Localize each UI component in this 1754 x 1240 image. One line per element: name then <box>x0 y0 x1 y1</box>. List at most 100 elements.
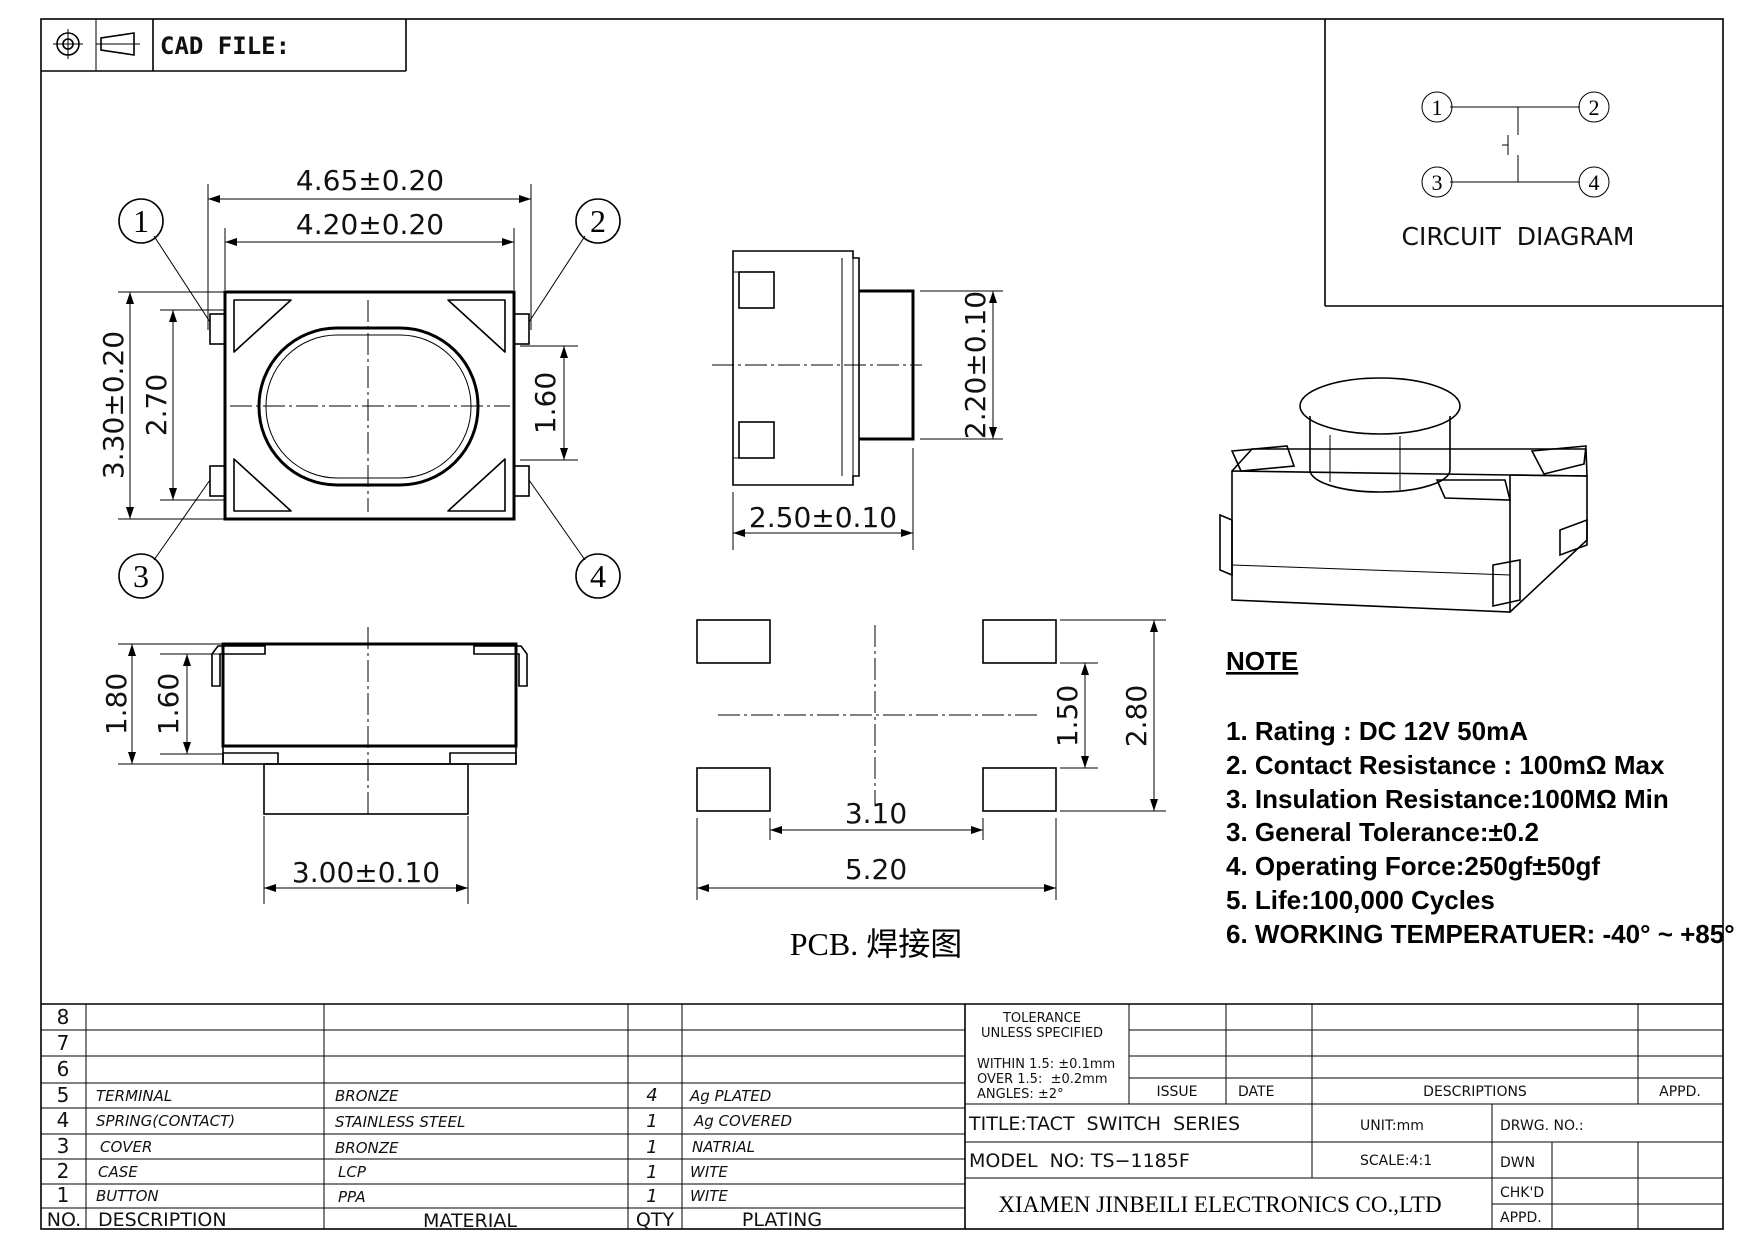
isometric-view <box>1219 377 1588 613</box>
dim-body-width: 4.20±0.20 <box>296 208 444 241</box>
chkd-label: CHK'D <box>1500 1185 1544 1201</box>
bom-row: 6 <box>57 1057 70 1081</box>
circuit-caption: CIRCUIT DIAGRAM <box>1402 222 1635 251</box>
note-item-6: 5. Life:100,000 Cycles <box>1226 885 1495 915</box>
cad-file-label: CAD FILE: <box>160 32 290 60</box>
dim-inner-height: 2.70 <box>140 374 173 436</box>
bom-description: BUTTON <box>96 1187 159 1205</box>
model-number: MODEL NO: TS−1185F <box>969 1150 1190 1172</box>
notes-heading: NOTE <box>1226 646 1298 676</box>
bom-material: BRONZE <box>335 1139 399 1157</box>
notes: NOTE 1. Rating : DC 12V 50mA 2. Contact … <box>1226 646 1735 949</box>
circuit-pin-2: 2 <box>1589 95 1600 120</box>
bom-material: PPA <box>338 1188 366 1206</box>
dim-overall-width: 4.65±0.20 <box>296 164 444 197</box>
note-item-2: 2. Contact Resistance : 100mΩ Max <box>1226 750 1665 780</box>
pin-label-2: 2 <box>590 203 606 239</box>
pcb-pad-4 <box>982 767 1057 812</box>
bom-material: BRONZE <box>335 1087 399 1105</box>
dwn-label: DWN <box>1500 1155 1535 1171</box>
front-view: 1.80 1.60 3.00±0.10 <box>100 627 528 904</box>
dim-pcb-outer-height: 2.80 <box>1120 685 1153 747</box>
bom-description: CASE <box>98 1163 138 1181</box>
tolerance-within: WITHIN 1.5: ±0.1mm <box>977 1057 1115 1072</box>
pcb-footprint: 3.10 5.20 1.50 2.80 PCB. 焊接图 <box>696 619 1166 962</box>
bom-no: 4 <box>57 1108 70 1132</box>
circuit-pin-3: 3 <box>1432 170 1443 195</box>
drawing-title: TITLE:TACT SWITCH SERIES <box>968 1113 1240 1135</box>
bom-row: 3 COVER BRONZE 1 NATRIAL <box>57 1134 755 1158</box>
bom-no: 2 <box>57 1159 70 1183</box>
pin-label-1: 1 <box>133 203 149 239</box>
bom-header-material: MATERIAL <box>423 1210 517 1232</box>
col-appd: APPD. <box>1659 1084 1701 1100</box>
note-item-4: 3. General Tolerance:±0.2 <box>1226 817 1539 847</box>
scale-label: SCALE:4:1 <box>1360 1153 1432 1169</box>
tolerance-angles: ANGLES: ±2° <box>977 1087 1064 1102</box>
dim-terminal-pitch: 1.60 <box>529 372 562 434</box>
side-view: 2.20±0.10 2.50±0.10 <box>712 250 1003 550</box>
dim-pcb-inner-pitch: 3.10 <box>845 797 907 830</box>
circuit-pin-4: 4 <box>1589 170 1600 195</box>
bom-header-no: NO. <box>47 1209 81 1231</box>
dim-pcb-inner-height: 1.50 <box>1051 685 1084 747</box>
bom-header-plating: PLATING <box>742 1209 822 1231</box>
bom-qty: 4 <box>646 1085 657 1106</box>
appd-label: APPD. <box>1500 1210 1542 1226</box>
drwg-no-label: DRWG. NO.: <box>1500 1118 1584 1134</box>
top-view: 4.65±0.20 4.20±0.20 3.30±0.20 2.70 1.60 <box>97 164 621 599</box>
dim-front-base-width: 3.00±0.10 <box>292 856 440 889</box>
bom-row: 5 TERMINAL BRONZE 4 Ag PLATED <box>57 1083 772 1107</box>
note-item-1: 1. Rating : DC 12V 50mA <box>1226 716 1528 746</box>
dim-front-total-height: 1.80 <box>100 673 133 735</box>
tolerance-over: OVER 1.5: ±0.2mm <box>977 1072 1108 1087</box>
dim-side-height: 2.20±0.10 <box>959 291 992 439</box>
bom-plating: Ag COVERED <box>693 1112 792 1130</box>
bom-row: 7 <box>57 1031 70 1055</box>
bom-qty: 1 <box>646 1137 657 1158</box>
bom-plating: WITE <box>690 1187 728 1205</box>
bom-description: TERMINAL <box>96 1087 172 1105</box>
title-block: TOLERANCE UNLESS SPECIFIED WITHIN 1.5: ±… <box>965 1004 1723 1229</box>
col-descriptions: DESCRIPTIONS <box>1423 1084 1527 1100</box>
bom-no: 5 <box>57 1083 70 1107</box>
tolerance-line-2: UNLESS SPECIFIED <box>981 1026 1103 1041</box>
circuit-pin-1: 1 <box>1432 95 1443 120</box>
bom-description: COVER <box>100 1138 152 1156</box>
bom-qty: 1 <box>646 1186 657 1207</box>
bom-header-description: DESCRIPTION <box>98 1209 227 1231</box>
col-date: DATE <box>1238 1084 1274 1100</box>
bom-material: STAINLESS STEEL <box>335 1113 465 1131</box>
pin-label-4: 4 <box>590 558 606 594</box>
unit-label: UNIT:mm <box>1360 1118 1424 1134</box>
pcb-pad-2 <box>982 619 1057 664</box>
note-item-5: 4. Operating Force:250gf±50gf <box>1226 851 1600 881</box>
pin-label-3: 3 <box>133 558 149 594</box>
bom-row: 4 SPRING(CONTACT) STAINLESS STEEL 1 Ag C… <box>57 1108 792 1132</box>
bom-no: 7 <box>57 1031 70 1055</box>
bom-header-qty: QTY <box>636 1209 675 1231</box>
note-item-3: 3. Insulation Resistance:100MΩ Min <box>1226 784 1669 814</box>
dim-front-body-height: 1.60 <box>152 673 185 735</box>
note-item-7: 6. WORKING TEMPERATUER: -40° ~ +85° <box>1226 919 1735 949</box>
bom-table: 8 7 6 5 TERMINAL BRONZE 4 Ag PLATED 4 SP… <box>41 1003 1723 1232</box>
company-name: XIAMEN JINBEILI ELECTRONICS CO.,LTD <box>998 1192 1441 1217</box>
drawing-border <box>40 18 1724 1230</box>
bom-qty: 1 <box>646 1162 657 1183</box>
projection-symbol-icon <box>53 29 140 59</box>
pcb-pad-1 <box>696 619 771 664</box>
bom-plating: Ag PLATED <box>689 1087 771 1105</box>
dim-overall-height: 3.30±0.20 <box>97 331 130 479</box>
bom-row: 8 <box>57 1005 70 1029</box>
tolerance-line-1: TOLERANCE <box>1002 1011 1081 1026</box>
bom-no: 3 <box>57 1134 70 1158</box>
dim-side-depth: 2.50±0.10 <box>749 501 897 534</box>
bom-no: 6 <box>57 1057 70 1081</box>
dim-pcb-outer-width: 5.20 <box>845 853 907 886</box>
bom-plating: NATRIAL <box>692 1138 755 1156</box>
bom-row: 2 CASE LCP 1 WITE <box>57 1159 729 1183</box>
bom-no: 8 <box>57 1005 70 1029</box>
bom-plating: WITE <box>690 1163 728 1181</box>
bom-no: 1 <box>57 1183 70 1207</box>
